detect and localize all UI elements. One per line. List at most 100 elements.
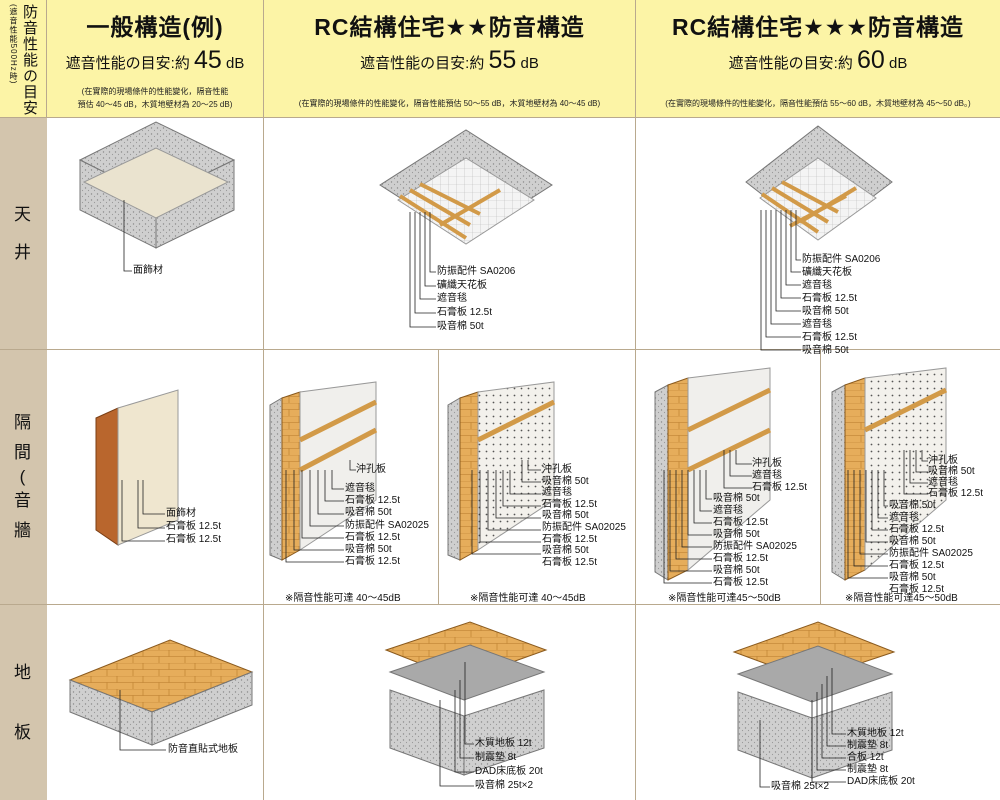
label-floor-rc3-3: 制震墊 8t [847,764,889,775]
label-wall-rc2a-0: 沖孔板 [356,464,386,475]
label-floor-rc3-2: 合板 12t [847,752,884,763]
goal-value: 60 [857,46,885,74]
note-line: (在實際的現場條件的性能變化，隔音性能 [81,87,229,96]
corner-sub: (遮音性能500Hz時) [9,4,18,85]
label-wall-rc2a-5: 石膏板 12.5t [345,531,401,543]
corner-title: 防音性能の目安 [21,4,38,116]
row-header-floor: 地 板 [0,605,47,800]
label-ceiling-rc3-0: 防振配件 SA0206 [802,254,881,265]
label-wall-rc2b-1: 吸音棉 50t [542,475,589,487]
label-wall-rc3a-1: 遮音毯 [752,470,782,481]
label-ceiling-rc2-3: 石膏板 12.5t [437,307,493,319]
label-ceiling-rc3-2: 遮音毯 [802,280,832,291]
label-wall-general-1: 石膏板 12.5t [166,521,222,532]
label-floor-rc3-0: 木質地板 12t [847,728,904,739]
header-rc2: RC結構住宅★★防音構造 遮音性能の目安:約 55 dB (在實際的現場條件的性… [264,0,636,118]
header-general: 一般構造(例) 遮音性能の目安:約 45 dB (在實際的現場條件的性能變化，隔… [47,0,264,118]
row-label-char: 隔 [14,413,33,432]
row-label-char: 牆 [14,521,33,540]
label-floor-rc3-5: 吸音棉 25t×2 [771,781,830,792]
row-label-char: 音 [14,491,33,510]
label-wall-rc3b-9: 石膏板 12.5t [889,560,945,571]
label-floor-general-0: 防音直貼式地板 [168,744,238,755]
label-ceiling-rc2-4: 吸音棉 50t [437,320,484,332]
label-ceiling-rc3-1: 礦纖天花板 [802,267,852,278]
label-wall-rc3b-10: 吸音棉 50t [889,572,936,583]
label-wall-rc3b-11: 石膏板 12.5t [889,584,945,595]
goal-unit: dB [888,55,908,72]
leader-lines [119,200,928,788]
header-note: (在實際的現場條件的性能變化，隔音性能預估 50～55 dB，木質地壁材為 40… [264,97,635,110]
label-ceiling-rc3-6: 石膏板 12.5t [802,332,858,343]
label-floor-rc3-4: DAD床底板 20t [847,776,915,787]
header-goal: 遮音性能の目安:約 60 dB [636,46,1000,75]
label-wall-rc3a-8: 石膏板 12.5t [713,553,769,564]
goal-value: 55 [488,46,517,74]
label-wall-rc2b-4: 吸音棉 50t [542,510,589,522]
label-wall-rc2b-6: 石膏板 12.5t [542,533,598,545]
row-label-char: 井 [14,242,33,262]
row-label-char: ( [19,467,28,486]
ceiling-rc3-illustration [745,125,893,241]
label-floor-rc2-3: 吸音棉 25t×2 [475,780,534,791]
label-ceiling-rc3-4: 吸音棉 50t [802,306,849,317]
label-wall-rc2a-3: 吸音棉 50t [345,507,392,519]
label-wall-general-2: 石膏板 12.5t [166,534,222,545]
header-goal: 遮音性能の目安:約 45 dB [47,46,263,75]
floor-rc2-illustration [384,621,548,776]
goal-value: 45 [194,46,222,74]
row-label-char: 板 [14,722,33,742]
label-wall-rc3b-6: 石膏板 12.5t [889,524,945,535]
goal-prefix: 遮音性能の目安:約 [728,55,853,72]
label-ceiling-rc2-1: 礦纖天花板 [437,279,487,291]
label-wall-rc2a-1: 遮音毯 [345,483,375,494]
ceiling-general-illustration [78,121,236,249]
label-wall-rc2a-6: 吸音棉 50t [345,544,392,555]
label-wall-rc2b-3: 石膏板 12.5t [542,498,598,510]
label-ceiling-rc2-2: 遮音毯 [437,293,467,305]
header-title: RC結構住宅★★★防音構造 [671,14,965,40]
goal-unit: dB [225,55,245,72]
note-line: (在實際的現場條件的性能變化，隔音性能預估 50～55 dB，木質地壁材為 40… [298,99,601,108]
floor-general-illustration [68,639,254,746]
label-floor-rc3-1: 制震墊 8t [847,740,889,751]
label-wall-rc3a-6: 吸音棉 50t [713,529,760,540]
header-goal: 遮音性能の目安:約 55 dB [264,46,635,75]
label-floor-rc2-0: 木質地板 12t [475,738,532,749]
corner-header: 防音性能の目安 (遮音性能500Hz時) [0,0,47,118]
header-note: (在實際的現場條件的性能變化，隔音性能預估 40～45 dB，木質地壁材為 20… [47,85,263,111]
ceiling-rc2-illustration [379,129,553,245]
label-wall-rc2b-5: 防振配件 SA02025 [542,522,626,533]
goal-prefix: 遮音性能の目安:約 [65,55,190,72]
label-floor-rc2-1: 制震墊 8t [475,752,517,763]
header-note: (在實際的現場條件的性能變化，隔音性能預估 55～60 dB，木質地壁材為 45… [636,97,1000,110]
label-ceiling-general-0: 面飾材 [133,265,163,276]
footnote-wall-rc3a: ※隔音性能可達45～50dB [668,593,781,604]
label-wall-rc3b-3: 石膏板 12.5t [928,488,984,499]
label-wall-rc2b-7: 吸音棉 50t [542,545,589,557]
label-wall-rc3a-0: 沖孔板 [752,458,782,469]
label-wall-rc2a-2: 石膏板 12.5t [345,495,401,507]
label-ceiling-rc3-7: 吸音棉 50t [802,345,849,356]
label-wall-rc2b-0: 沖孔板 [542,464,572,475]
wall-general-illustration [95,389,179,546]
label-wall-rc3b-1: 吸音棉 50t [928,466,975,477]
header-rc3: RC結構住宅★★★防音構造 遮音性能の目安:約 60 dB (在實際的現場條件的… [636,0,1000,118]
label-wall-rc3a-4: 遮音毯 [713,505,743,516]
label-wall-rc3b-2: 遮音毯 [928,477,958,488]
label-wall-rc2a-7: 石膏板 12.5t [345,556,401,568]
label-ceiling-rc3-5: 遮音毯 [802,319,832,330]
footnote-wall-rc2b: ※隔音性能可達 40～45dB [470,593,586,604]
label-wall-rc3b-4: 吸音棉 50t [889,500,936,511]
label-wall-rc2a-4: 防振配件 SA02025 [345,519,429,531]
header-title: 一般構造(例) [86,14,224,40]
label-wall-rc3a-7: 防振配件 SA02025 [713,541,797,552]
label-wall-rc3a-3: 吸音棉 50t [713,493,760,504]
label-wall-rc3a-2: 石膏板 12.5t [752,482,808,493]
footnote-wall-rc3b: ※隔音性能可達45～50dB [845,593,958,604]
row-label-char: 地 [14,662,33,682]
label-wall-rc3b-0: 沖孔板 [928,455,958,466]
label-wall-rc3b-5: 遮音毯 [889,512,919,523]
header-title: RC結構住宅★★防音構造 [314,14,585,40]
